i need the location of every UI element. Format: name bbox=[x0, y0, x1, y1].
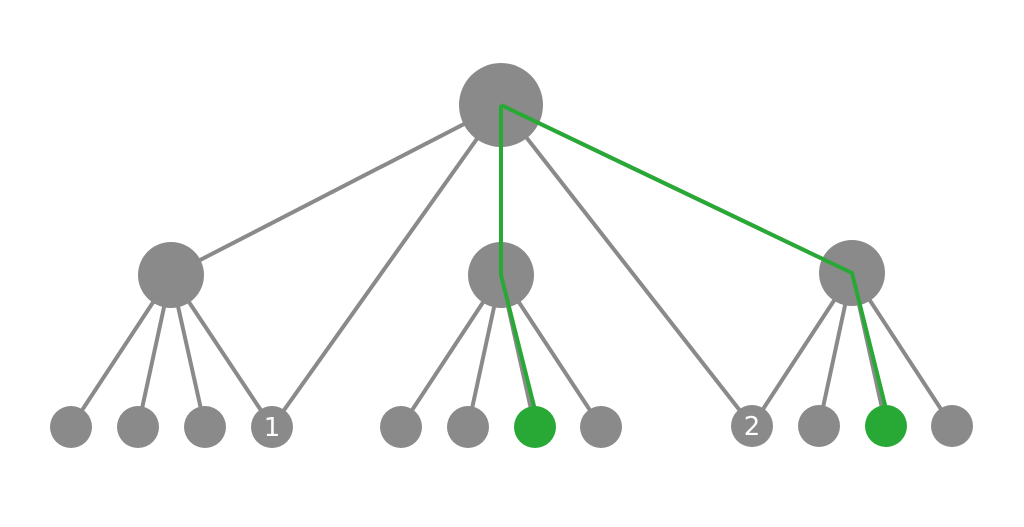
edge-root-a bbox=[170, 103, 502, 277]
node-b4 bbox=[580, 406, 622, 448]
node-label-n2: 2 bbox=[744, 412, 761, 442]
node-c1 bbox=[798, 405, 840, 447]
edge-root-n1 bbox=[270, 103, 503, 429]
node-b2 bbox=[447, 406, 489, 448]
highlight-path-1 bbox=[499, 105, 537, 411]
node-a3 bbox=[184, 406, 226, 448]
node-a bbox=[138, 242, 204, 308]
node-b1 bbox=[380, 406, 422, 448]
node-label-n1: 1 bbox=[264, 413, 281, 443]
highlight-paths-layer bbox=[499, 103, 888, 411]
node-n2 bbox=[731, 405, 773, 447]
node-c3 bbox=[931, 405, 973, 447]
node-a2 bbox=[117, 406, 159, 448]
edge-root-n2 bbox=[499, 103, 754, 428]
node-b3 bbox=[514, 406, 556, 448]
node-a1 bbox=[50, 406, 92, 448]
highlight-path-2 bbox=[500, 103, 888, 410]
node-n1 bbox=[251, 406, 293, 448]
node-c2 bbox=[865, 405, 907, 447]
